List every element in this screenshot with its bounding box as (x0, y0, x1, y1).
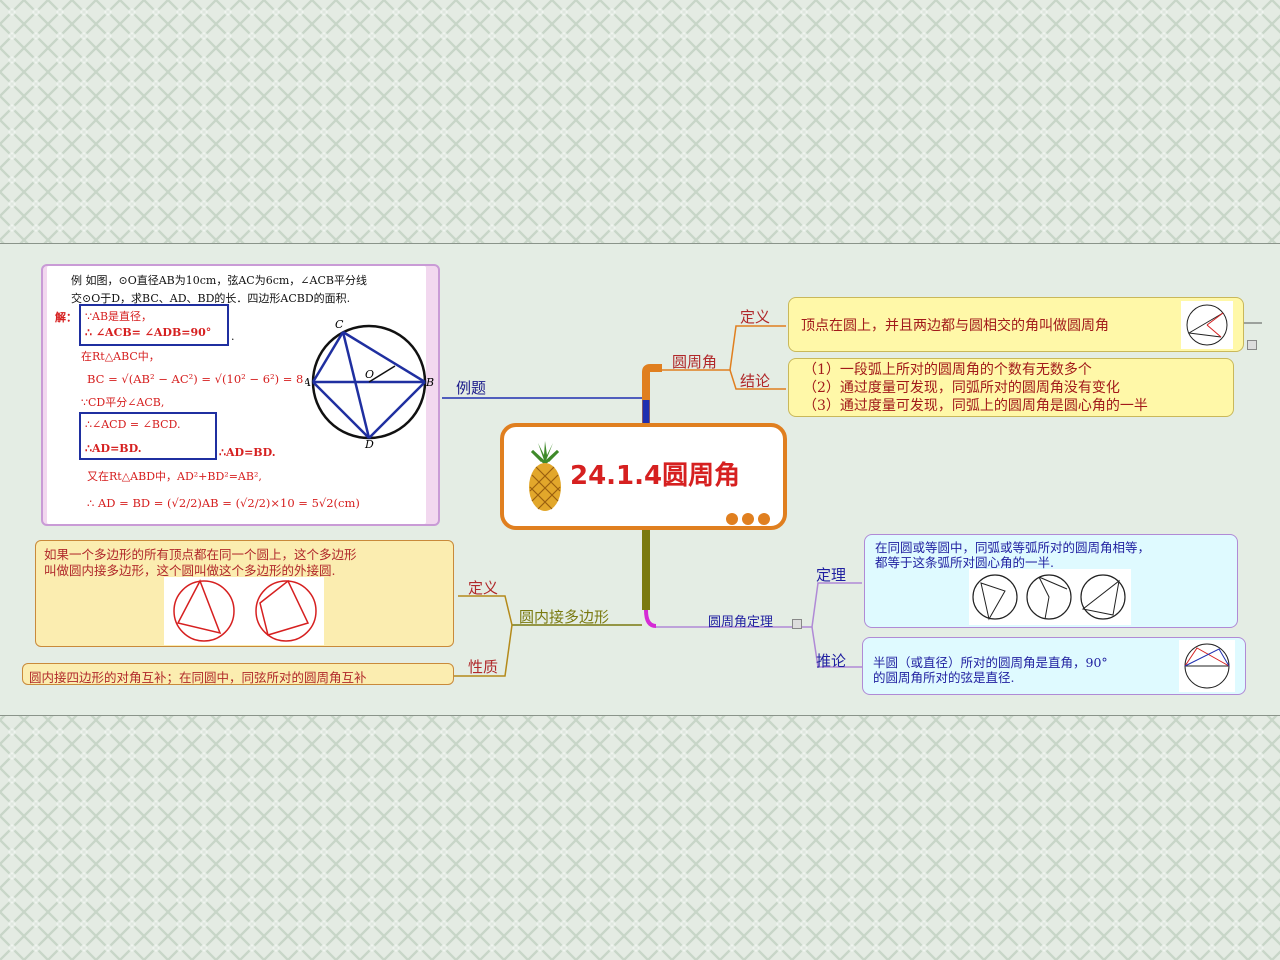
point-b-label: B (425, 376, 434, 389)
corollary-text-line1: 半圆（或直径）所对的圆周角是直角，90° (873, 655, 1108, 670)
inscribed-definition-label[interactable]: 定义 (468, 579, 499, 597)
example-line2: 交⊙O于D，求BC、AD、BD的长．四边形ACBD的面积. (71, 292, 351, 305)
inscribed-definition-line1: 如果一个多边形的所有顶点都在同一个圆上，这个多边形 (44, 547, 357, 562)
branch-theorem[interactable]: 圆周角定理 (708, 615, 774, 630)
circ-conclusion-box: （1）一段弧上所对的圆周角的个数有无数多个 （2）通过度量可发现，同弧所对的圆周… (788, 358, 1234, 417)
step-3: 在Rt△ABC中， (81, 350, 160, 363)
example-line1: 例 如图，⊙O直径AB为10cm，弦AC为6cm，∠ACB平分线 (71, 274, 367, 287)
step-1: ∵AB是直径， (85, 310, 153, 323)
circ-angle-figure (1181, 301, 1233, 349)
corollary-label[interactable]: 推论 (816, 652, 847, 670)
corollary-text-line2: 的圆周角所对的弦是直径. (873, 670, 1015, 685)
more-dot-3 (758, 513, 770, 525)
step-5: ∵CD平分∠ACB, (81, 396, 165, 409)
circ-conclusion-label[interactable]: 结论 (740, 372, 771, 390)
theorem-box: 在同圆或等圆中，同弧或等弧所对的圆周角相等， 都等于这条弧所对圆心角的一半. (864, 534, 1238, 628)
example-content: 例 如图，⊙O直径AB为10cm，弦AC为6cm，∠ACB平分线 交⊙O于D，求… (47, 266, 434, 524)
branch-example-label[interactable]: 例题 (456, 379, 487, 397)
step-10: ∴ AD = BD = (√2/2)AB = (√2/2)×10 = 5√2(c… (87, 496, 360, 510)
point-o-label: O (365, 368, 374, 381)
conclusion-1: （1）一段弧上所对的圆周角的个数有无数多个 (803, 362, 1092, 378)
conclusion-3: （3）通过度量可发现，同弧上的圆周角是圆心角的一半 (803, 398, 1148, 414)
theorem-text-line1: 在同圆或等圆中，同弧或等弧所对的圆周角相等， (875, 540, 1151, 555)
conclusion-2: （2）通过度量可发现，同弧所对的圆周角没有变化 (803, 380, 1120, 396)
solution-label: 解： (55, 311, 77, 324)
theorem-label[interactable]: 定理 (816, 566, 847, 584)
inscribed-property-box: 圆内接四边形的对角互补；在同圆中，同弦所对的圆周角互补 (22, 663, 454, 685)
corollary-semicircle-figure (1179, 640, 1235, 692)
step-6: ∴∠ACD = ∠BCD. (85, 418, 181, 431)
step-2-dot: . (231, 330, 235, 343)
point-d-label: D (364, 438, 374, 448)
more-dot-2 (742, 513, 754, 525)
circ-definition-label[interactable]: 定义 (740, 308, 771, 326)
point-c-label: C (335, 318, 344, 331)
inscribed-property-label[interactable]: 性质 (468, 658, 499, 676)
highlight-box-1 (79, 304, 229, 346)
point-a-label: A (305, 376, 311, 389)
theorem-text-line2: 都等于这条弧所对圆心角的一半. (875, 555, 1054, 570)
corollary-box: 半圆（或直径）所对的圆周角是直角，90° 的圆周角所对的弦是直径. (862, 637, 1246, 695)
pineapple-icon (529, 441, 561, 511)
note-icon[interactable] (1247, 340, 1257, 350)
step-2: ∴ ∠ACB= ∠ADB=90° (85, 326, 212, 339)
theorem-circles-figure (969, 569, 1131, 625)
circ-definition-box: 顶点在圆上，并且两边都与圆相交的角叫做圆周角 (788, 297, 1244, 352)
inscribed-property-text: 圆内接四边形的对角互补；在同圆中，同弦所对的圆周角互补 (29, 670, 367, 685)
theorem-note-icon[interactable] (792, 619, 802, 629)
step-8: ∴AD=BD. (219, 446, 276, 459)
highlight-box-2 (79, 412, 217, 460)
inscribed-polygon-figure (164, 577, 324, 645)
step-9: 又在Rt△ABD中，AD²+BD²=AB², (87, 470, 262, 483)
branch-inscribed-polygon[interactable]: 圆内接多边形 (519, 608, 610, 626)
inscribed-definition-box: 如果一个多边形的所有顶点都在同一个圆上，这个多边形 叫做圆内接多边形，这个圆叫做… (35, 540, 454, 647)
example-circle-figure: C A O B D (305, 318, 434, 448)
circ-definition-text: 顶点在圆上，并且两边都与圆相交的角叫做圆周角 (801, 318, 1109, 334)
branch-circumferential-angle[interactable]: 圆周角 (672, 353, 718, 371)
example-card: 例 如图，⊙O直径AB为10cm，弦AC为6cm，∠ACB平分线 交⊙O于D，求… (41, 264, 440, 526)
central-topic[interactable]: 24.1.4圆周角 (500, 423, 787, 530)
central-topic-title: 24.1.4圆周角 (570, 461, 741, 491)
inscribed-definition-line2: 叫做圆内接多边形，这个圆叫做这个多边形的外接圆. (44, 563, 336, 578)
step-4: BC = √(AB² − AC²) = √(10² − 6²) = 8 (87, 372, 304, 386)
step-7: ∴AD=BD. (85, 442, 142, 455)
more-dot-1 (726, 513, 738, 525)
